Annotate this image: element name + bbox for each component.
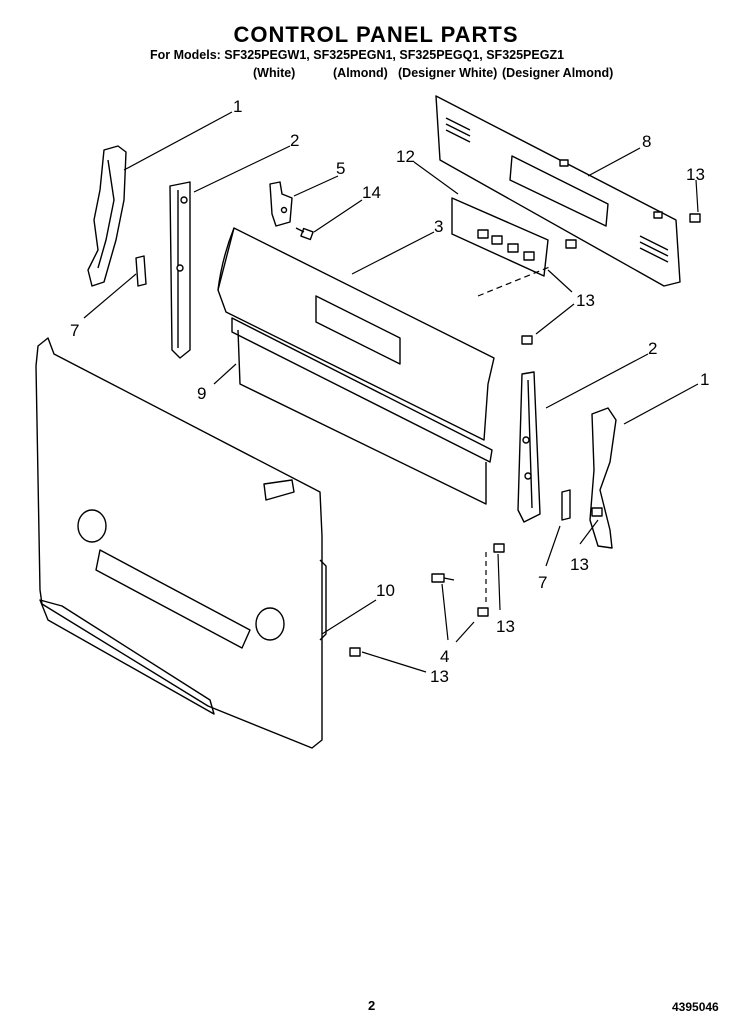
- part-10-body-panel: [35, 337, 327, 749]
- part-3-control-panel: [217, 227, 495, 441]
- part-2-left-bracket: [169, 181, 191, 359]
- variant-almond: (Almond): [333, 66, 388, 80]
- callout-1-left: 1: [233, 97, 242, 116]
- part-9-trim: [231, 317, 493, 505]
- callout-7-right: 7: [538, 573, 547, 592]
- variant-designer-white: (Designer White): [398, 66, 498, 80]
- callout-9: 9: [197, 384, 206, 403]
- part-14-screw: [295, 227, 314, 241]
- callout-13-mid: 13: [576, 291, 595, 310]
- page-title: CONTROL PANEL PARTS: [233, 22, 519, 47]
- callout-13-right: 13: [570, 555, 589, 574]
- callout-7-left: 7: [70, 321, 79, 340]
- callout-5: 5: [336, 159, 345, 178]
- callout-14: 14: [362, 183, 381, 202]
- callout-2-left: 2: [290, 131, 299, 150]
- part-8-back-panel: [435, 95, 681, 287]
- callout-3: 3: [434, 217, 443, 236]
- callout-13-low: 13: [496, 617, 515, 636]
- part-7-left-clip: [135, 255, 147, 287]
- callout-10: 10: [376, 581, 395, 600]
- part-5-bracket: [269, 181, 293, 227]
- variant-white: (White): [253, 66, 296, 80]
- part-1-left-end-cap: [87, 145, 127, 287]
- callout-8: 8: [642, 132, 651, 151]
- callout-numbers: 1 2 5 14 12 3 8 13 7 13 9 2 1 7 13 10 13…: [70, 97, 709, 686]
- callout-13-top: 13: [686, 165, 705, 184]
- page-number: 2: [368, 998, 376, 1013]
- callout-4: 4: [440, 647, 449, 666]
- part-4-screw: [431, 573, 455, 583]
- document-number: 4395046: [672, 1000, 719, 1014]
- part-13-screws: [349, 213, 701, 657]
- callout-12: 12: [396, 147, 415, 166]
- part-12-control-board: [451, 197, 549, 277]
- callout-2-right: 2: [648, 339, 657, 358]
- callout-13-bottom: 13: [430, 667, 449, 686]
- models-line: For Models: SF325PEGW1, SF325PEGN1, SF32…: [150, 48, 565, 62]
- part-2-right-bracket: [517, 371, 541, 523]
- part-1-right-end-cap: [589, 407, 617, 549]
- variant-designer-almond: (Designer Almond): [502, 66, 614, 80]
- callout-1-right: 1: [700, 370, 709, 389]
- leader-lines: [83, 111, 699, 673]
- part-7-right-clip: [561, 489, 571, 521]
